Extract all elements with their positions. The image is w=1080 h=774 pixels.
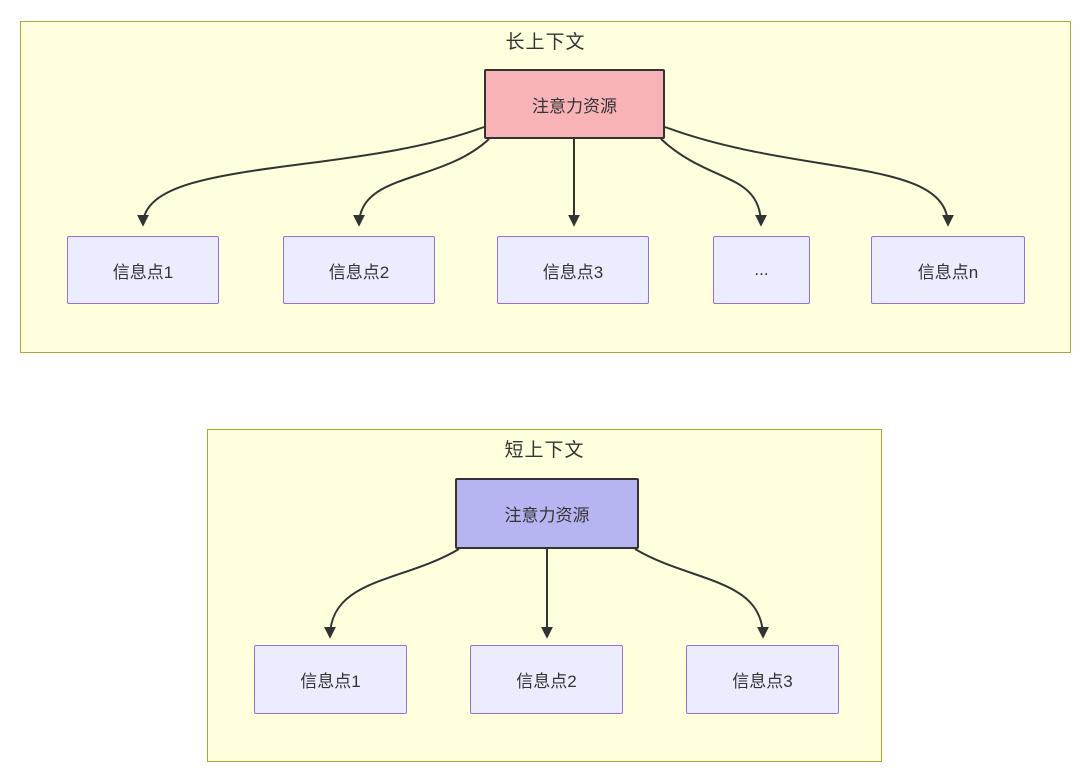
- node-info-point-2-short: 信息点2: [470, 645, 623, 714]
- node-info-point-ellipsis: ...: [713, 236, 810, 304]
- node-attention-resource-long: 注意力资源: [484, 69, 665, 139]
- edge-attention-to-pointn: [664, 126, 954, 227]
- edge-attention-to-point1: [137, 126, 485, 227]
- group-short-title: 短上下文: [504, 440, 585, 461]
- node-info-point-1-long: 信息点1: [67, 236, 219, 304]
- edge-attention-to-ellipsis: [660, 138, 767, 227]
- edge-attention-to-point1-short: [324, 548, 460, 639]
- edge-attention-to-point3-short: [634, 548, 769, 639]
- edge-attention-to-point2: [353, 138, 490, 227]
- node-info-point-2-long: 信息点2: [283, 236, 435, 304]
- group-long-title: 长上下文: [505, 32, 586, 53]
- node-info-point-3-short: 信息点3: [686, 645, 839, 714]
- group-short-context: 短上下文 注意力资源 信息点1 信息点2 信息点3: [207, 429, 882, 762]
- group-long-context: 长上下文 注意力资源 信息点1 信息点2 信息点3 ... 信息点n: [20, 21, 1071, 353]
- node-attention-resource-short: 注意力资源: [455, 478, 639, 549]
- node-info-point-1-short: 信息点1: [254, 645, 407, 714]
- node-info-point-3-long: 信息点3: [497, 236, 649, 304]
- node-info-point-n: 信息点n: [871, 236, 1025, 304]
